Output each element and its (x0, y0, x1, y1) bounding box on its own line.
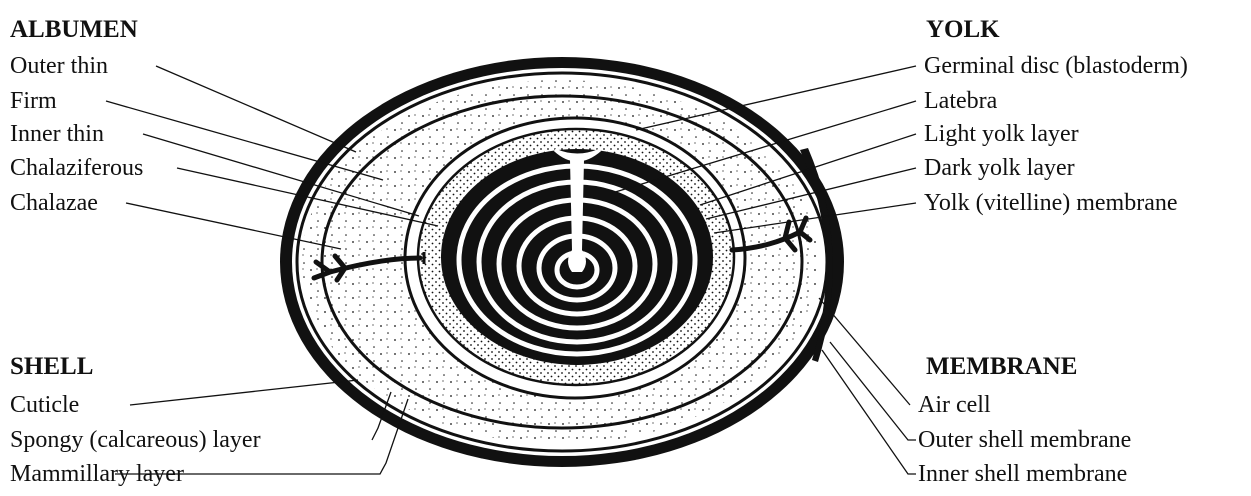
yolk-membrane-label: Yolk (vitelline) membrane (924, 190, 1178, 216)
shell-heading: SHELL (10, 353, 93, 380)
yolk-germinal-disc-label: Germinal disc (blastoderm) (924, 53, 1188, 79)
albumen-outer-thin-label: Outer thin (10, 53, 108, 79)
yolk-heading: YOLK (926, 16, 1000, 43)
albumen-inner-thin-label: Inner thin (10, 121, 104, 147)
yolk-latebra-label: Latebra (924, 88, 998, 114)
albumen-heading: ALBUMEN (10, 16, 138, 43)
egg-illustration (280, 57, 844, 467)
yolk-dark-layer-label: Dark yolk layer (924, 155, 1075, 181)
albumen-firm-label: Firm (10, 88, 57, 114)
membrane-inner-shell-label: Inner shell membrane (918, 461, 1127, 487)
albumen-chalazae-label: Chalazae (10, 190, 98, 216)
shell-cuticle-label: Cuticle (10, 392, 79, 418)
albumen-chalaziferous-label: Chalaziferous (10, 155, 143, 181)
yolk-light-layer-label: Light yolk layer (924, 121, 1079, 147)
shell-spongy-label: Spongy (calcareous) layer (10, 427, 261, 453)
membrane-heading: MEMBRANE (926, 353, 1077, 380)
membrane-outer-shell-label: Outer shell membrane (918, 427, 1131, 453)
shell-mammillary-label: Mammillary layer (10, 461, 184, 487)
membrane-air-cell-label: Air cell (918, 392, 991, 418)
